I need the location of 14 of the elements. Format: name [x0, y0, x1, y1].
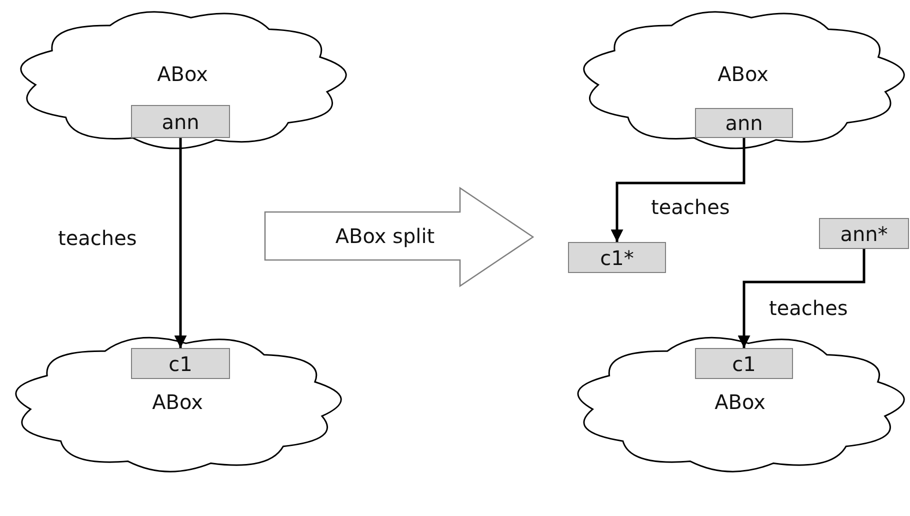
arrow — [174, 138, 187, 348]
individual-box: c1* — [568, 242, 666, 273]
cloud-label: ABox — [714, 392, 766, 412]
cloud-label: ABox — [151, 392, 204, 412]
arrow — [738, 249, 866, 348]
individual-box: ann — [131, 105, 230, 138]
individual-box: c1 — [695, 348, 793, 379]
cloud-label: ABox — [716, 64, 770, 84]
individual-box: ann — [695, 108, 793, 138]
individual-box: ann* — [819, 218, 909, 249]
block-arrow-label: ABox split — [334, 226, 436, 246]
individual-box: c1 — [131, 348, 230, 379]
cloud-label: ABox — [156, 64, 209, 84]
arrow — [610, 138, 746, 242]
